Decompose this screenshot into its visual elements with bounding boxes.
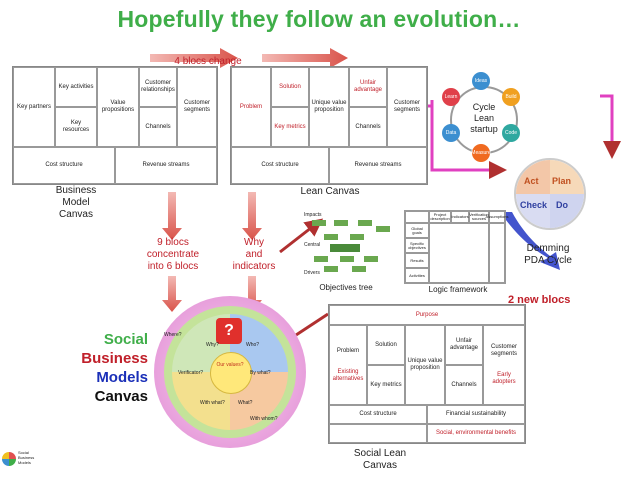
wheel-label-what: What? bbox=[238, 400, 253, 406]
lean-canvas: Problem Solution Key metrics Unique valu… bbox=[230, 66, 428, 185]
lean-uvp: Unique value proposition bbox=[309, 67, 349, 147]
bmc-canvas: Key partners Key activities Key resource… bbox=[12, 66, 218, 185]
slc-problem: Problem Existing alternatives bbox=[329, 325, 367, 405]
cycle-node-measure: Measure bbox=[471, 144, 491, 162]
arrow-to-objectives bbox=[279, 218, 324, 254]
wheel-label-values: Our values? bbox=[216, 362, 244, 368]
bmc-customer-segments: Customer segments bbox=[177, 67, 217, 147]
cycle-node-code: Code bbox=[502, 124, 520, 142]
lean-startup-cycle: Ideas Build Code Measure Data Learn Cycl… bbox=[436, 72, 530, 166]
pda-do: Do bbox=[556, 200, 568, 210]
bmc-value-propositions: Value propositions bbox=[97, 67, 139, 147]
bmc-customer-relationships: Customer relationships bbox=[139, 67, 177, 107]
slc-uvp: Unique value proposition bbox=[405, 325, 445, 405]
objectives-tree: Impacts Central Drivers bbox=[300, 212, 396, 278]
logframe-row-3: Activities bbox=[405, 268, 429, 283]
slc-cost: Cost structure bbox=[329, 405, 427, 424]
logframe-row-0: Global goals bbox=[405, 223, 429, 238]
pda-check: Check bbox=[520, 200, 548, 210]
logframe-col-2: Verification sources bbox=[469, 211, 489, 223]
slc-solution: Solution bbox=[367, 325, 405, 365]
bmc-cost-structure: Cost structure bbox=[13, 147, 115, 184]
bmc-key-resources: Key resources bbox=[55, 107, 97, 147]
pda-plan: Plan bbox=[552, 176, 572, 186]
lean-key-metrics: Key metrics bbox=[271, 107, 309, 147]
slc-purpose: Purpose bbox=[329, 305, 525, 325]
page-title: Hopefully they follow an evolution… bbox=[117, 6, 521, 32]
arrow-right-1 bbox=[150, 48, 238, 68]
cycle-node-learn: Learn bbox=[442, 88, 460, 106]
cycle-node-build: Build bbox=[502, 88, 520, 106]
slc-financial: Financial sustainability bbox=[427, 405, 525, 424]
question-icon: ? bbox=[216, 318, 242, 344]
lean-problem: Problem bbox=[231, 67, 271, 147]
objectives-tree-caption: Objectives tree bbox=[319, 283, 373, 292]
bmc-key-partners: Key partners bbox=[13, 67, 55, 147]
magenta-path bbox=[430, 100, 507, 179]
arrow-down-3 bbox=[162, 276, 182, 312]
lean-segments: Customer segments bbox=[387, 67, 427, 147]
wheel-label-with-what: With what? bbox=[200, 400, 225, 406]
two-new-blocs-label: 2 new blocs bbox=[508, 294, 571, 306]
logframe-col-3: Assumptions bbox=[486, 211, 508, 223]
logframe-col-0: Project description bbox=[429, 211, 451, 223]
lean-cost: Cost structure bbox=[231, 147, 329, 184]
wheel-label-where: Where? bbox=[164, 332, 182, 338]
slc-impact: Social, environmental benefits bbox=[427, 424, 525, 443]
wheel-label-by-what: By what? bbox=[250, 370, 271, 376]
bmc-key-activities: Key activities bbox=[55, 67, 97, 107]
logframe-caption: Logic framework bbox=[428, 285, 488, 294]
wheel-label-with-whom: With whom? bbox=[250, 416, 278, 422]
lean-channels: Channels bbox=[349, 107, 387, 147]
slc-channels: Channels bbox=[445, 365, 483, 405]
sbm-wheel: ? Where? Why? Who? Our values? By what? … bbox=[154, 296, 306, 448]
logframe-row-2: Results bbox=[405, 253, 429, 268]
slc-key-metrics: Key metrics bbox=[367, 365, 405, 405]
bmc-revenue-streams: Revenue streams bbox=[115, 147, 217, 184]
arrow-down-2 bbox=[242, 192, 262, 240]
slc-segments: Customer segments Early adopters bbox=[483, 325, 525, 405]
wheel-label-verificator: Verificator? bbox=[178, 370, 204, 376]
logo-icon bbox=[2, 452, 16, 466]
lean-solution: Solution bbox=[271, 67, 309, 107]
top-arrow-label: 4 blocs change bbox=[174, 56, 242, 67]
social-lean-canvas: Purpose Problem Existing alternatives So… bbox=[328, 304, 526, 444]
cycle-node-ideas: Ideas bbox=[472, 72, 490, 90]
logframe-row-1: Specific objectives bbox=[405, 238, 429, 253]
logframe-table: Project description Indicators Verificat… bbox=[404, 210, 508, 284]
lean-unfair: Unfair advantage bbox=[349, 67, 387, 107]
wheel-label-why: Why? bbox=[206, 342, 219, 348]
sbmc-title: Social Business Models Canvas bbox=[81, 331, 148, 405]
lean-revenue: Revenue streams bbox=[329, 147, 427, 184]
bmc-channels: Channels bbox=[139, 107, 177, 147]
arrow-down-1 bbox=[162, 192, 182, 240]
arrow-right-2 bbox=[262, 48, 348, 68]
slc-unfair: Unfair advantage bbox=[445, 325, 483, 365]
pda-act: Act bbox=[524, 176, 539, 186]
logframe-col-1: Indicators bbox=[451, 211, 469, 223]
wheel-label-who: Who? bbox=[246, 342, 260, 348]
cycle-node-data: Data bbox=[442, 124, 460, 142]
lean-caption: Lean Canvas bbox=[300, 186, 360, 197]
pda-cycle: Act Plan Check Do bbox=[514, 158, 586, 230]
